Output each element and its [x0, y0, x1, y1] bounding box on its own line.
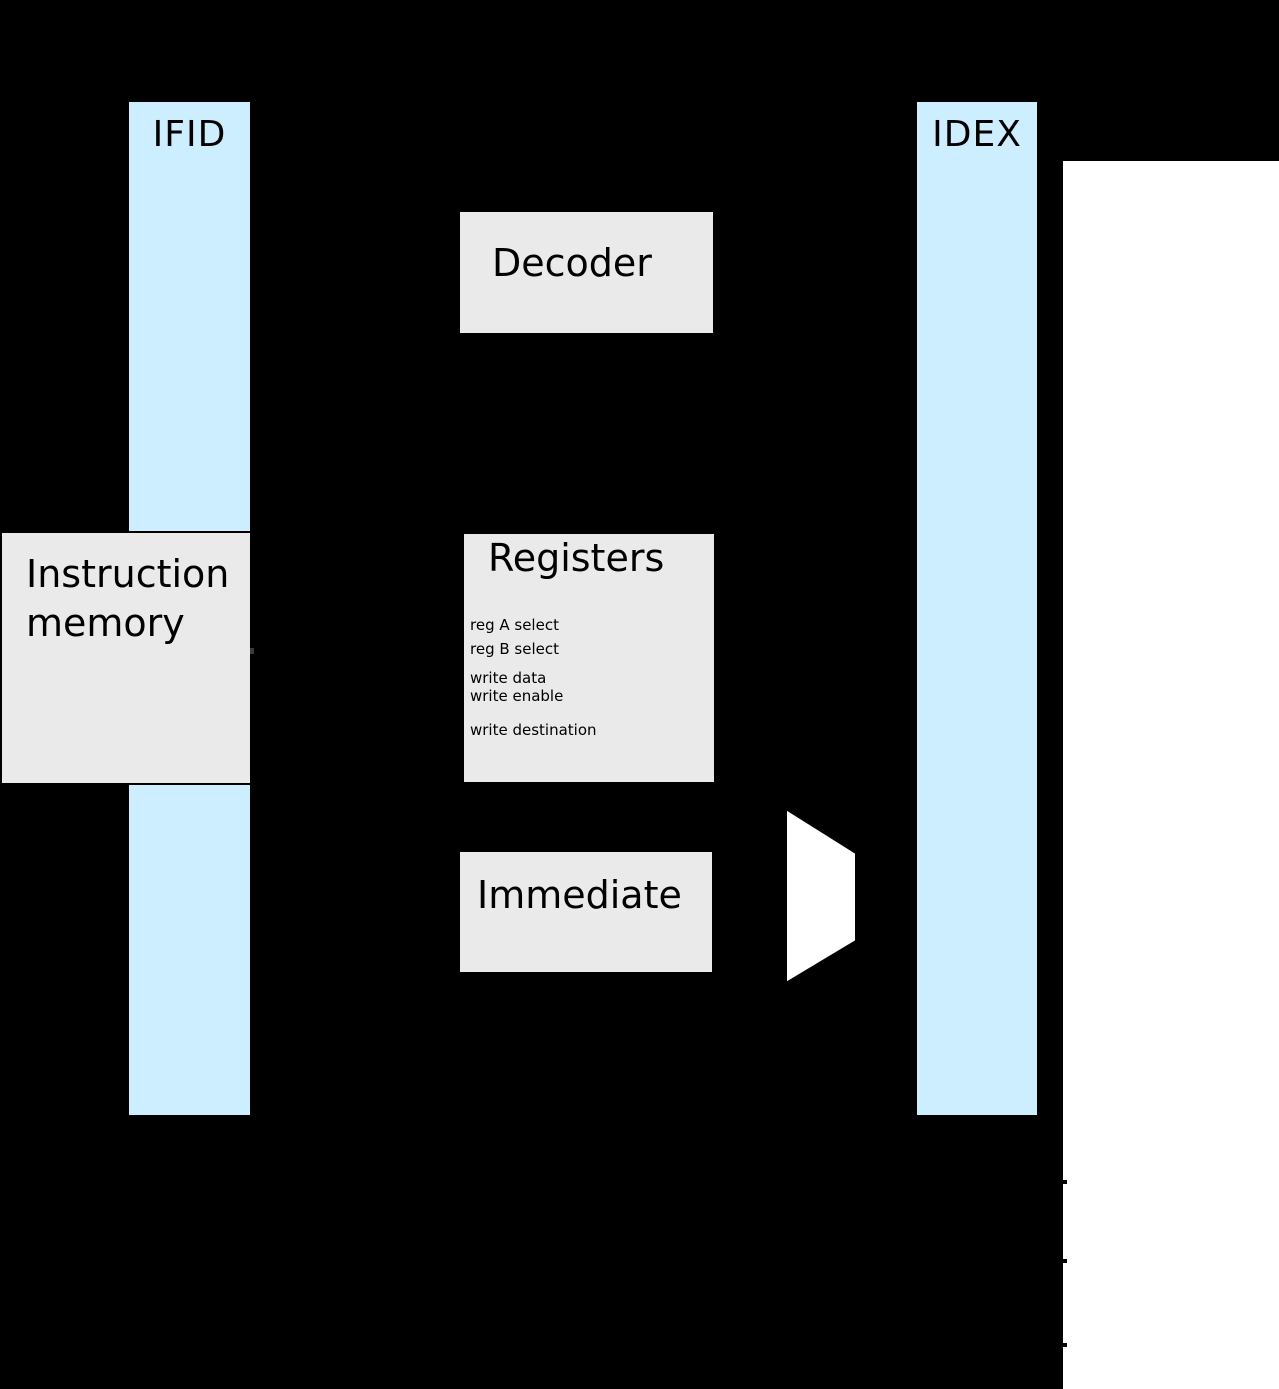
port-reg-b-select: reg B select: [470, 640, 559, 658]
mux-shape: [785, 807, 857, 985]
instruction-memory-label: Instruction memory: [26, 550, 229, 648]
registers-label: Registers: [488, 536, 665, 580]
port-write-data: write data: [470, 669, 547, 687]
ifid-label: IFID: [152, 114, 227, 155]
decoder-label: Decoder: [492, 241, 652, 285]
port-reg-a-select: reg A select: [470, 616, 559, 634]
wire-stub-icon: [1063, 1259, 1067, 1263]
port-write-enable: write enable: [470, 687, 564, 705]
immediate-label: Immediate: [477, 873, 682, 917]
pipeline-register-idex: IDEX: [915, 100, 1039, 1117]
wire-stub-icon: [250, 648, 254, 654]
port-write-destination: write destination: [470, 721, 597, 739]
decoder-block: Decoder: [458, 210, 715, 335]
idex-label: IDEX: [932, 114, 1022, 155]
mux-trapezoid: [785, 807, 857, 985]
instruction-memory-label-line2: memory: [26, 601, 185, 645]
wire-stub-icon: [1063, 1343, 1067, 1347]
instruction-memory-block: Instruction memory: [0, 531, 252, 785]
wire-stub-icon: [1063, 1180, 1067, 1184]
registers-block: Registers reg A select reg B select writ…: [462, 532, 716, 784]
instruction-memory-label-line1: Instruction: [26, 552, 230, 596]
page-background-region: [1063, 161, 1279, 1389]
immediate-block: Immediate: [458, 850, 714, 974]
